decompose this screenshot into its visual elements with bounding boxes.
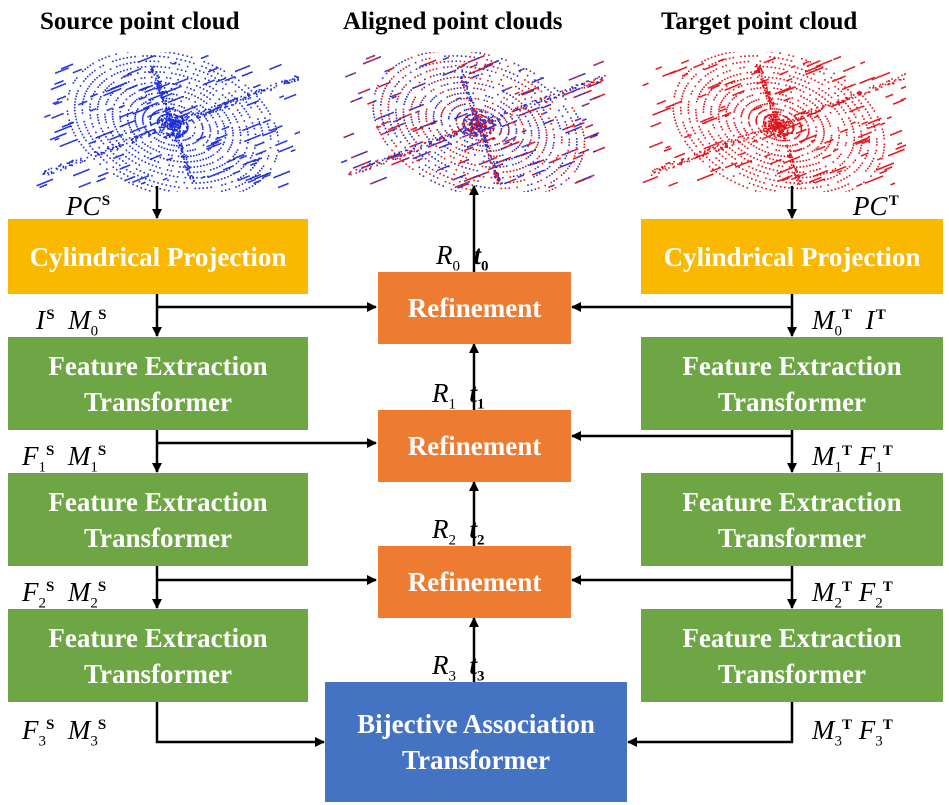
aligned-point-cloud-image — [341, 52, 606, 192]
fe-label-line2: Transformer — [84, 386, 232, 417]
fe-label-line1: Feature Extraction — [48, 622, 268, 653]
label-m3-f3-target: M3T F3T — [812, 715, 893, 750]
label-r0-t0: R0 t0 — [436, 240, 489, 275]
fe-label-line2: Transformer — [718, 386, 866, 417]
fe-label-line2: Transformer — [84, 522, 232, 553]
refinement-box-1: Refinement — [378, 410, 571, 482]
refinement-box-2: Refinement — [378, 546, 571, 618]
target-point-cloud-image — [642, 52, 906, 192]
aligned-title: Aligned point clouds — [343, 8, 563, 35]
label-f1-m1-source: F1S M1S — [22, 441, 107, 476]
fe-label-line1: Feature Extraction — [682, 622, 902, 653]
label-pc-target: PC T — [853, 191, 899, 221]
bat-label-line2: Transformer — [402, 745, 550, 775]
source-projection-label: Cylindrical Projection — [29, 241, 287, 272]
target-title: Target point cloud — [661, 8, 858, 35]
refinement-label: Refinement — [407, 431, 542, 461]
source-cylindrical-projection-box: Cylindrical Projection — [8, 219, 308, 294]
source-feature-extraction-box-2: Feature Extraction Transformer — [8, 473, 308, 566]
fe-label-line1: Feature Extraction — [48, 350, 268, 381]
source-point-cloud-image — [36, 52, 300, 192]
target-feature-extraction-box-3: Feature Extraction Transformer — [641, 609, 943, 702]
label-r3-t3: R3 t3 — [432, 650, 485, 685]
refinement-box-0: Refinement — [378, 272, 571, 344]
fe-label-line2: Transformer — [718, 522, 866, 553]
source-feature-extraction-box-1: Feature Extraction Transformer — [8, 337, 308, 430]
target-projection-label: Cylindrical Projection — [663, 241, 921, 272]
label-r2-t2: R2 t2 — [432, 514, 485, 549]
fe-label-line2: Transformer — [718, 658, 866, 689]
fe-label-line1: Feature Extraction — [48, 486, 268, 517]
refinement-label: Refinement — [407, 567, 542, 597]
bat-label-line1: Bijective Association — [357, 709, 595, 739]
target-feature-extraction-box-2: Feature Extraction Transformer — [641, 473, 943, 566]
bijective-association-transformer-box: Bijective Association Transformer — [325, 682, 627, 802]
label-m2-f2-target: M2T F2T — [812, 577, 893, 612]
label-f2-m2-source: F2S M2S — [22, 577, 107, 612]
label-i-m0-source: I S M0S — [36, 305, 107, 340]
source-title: Source point cloud — [40, 8, 240, 35]
refinement-label: Refinement — [407, 293, 542, 323]
fe-label-line1: Feature Extraction — [682, 350, 902, 381]
fe-label-line2: Transformer — [84, 658, 232, 689]
label-pc-source: PC S — [66, 191, 111, 221]
target-cylindrical-projection-box: Cylindrical Projection — [641, 219, 943, 294]
label-m0-i-target: M0T I T — [812, 305, 886, 340]
label-f3-m3-source: F3S M3S — [22, 715, 107, 750]
label-r1-t1: R1 t1 — [432, 378, 485, 413]
source-feature-extraction-box-3: Feature Extraction Transformer — [8, 609, 308, 702]
fe-label-line1: Feature Extraction — [682, 486, 902, 517]
target-feature-extraction-box-1: Feature Extraction Transformer — [641, 337, 943, 430]
label-m1-f1-target: M1T F1T — [812, 441, 893, 476]
